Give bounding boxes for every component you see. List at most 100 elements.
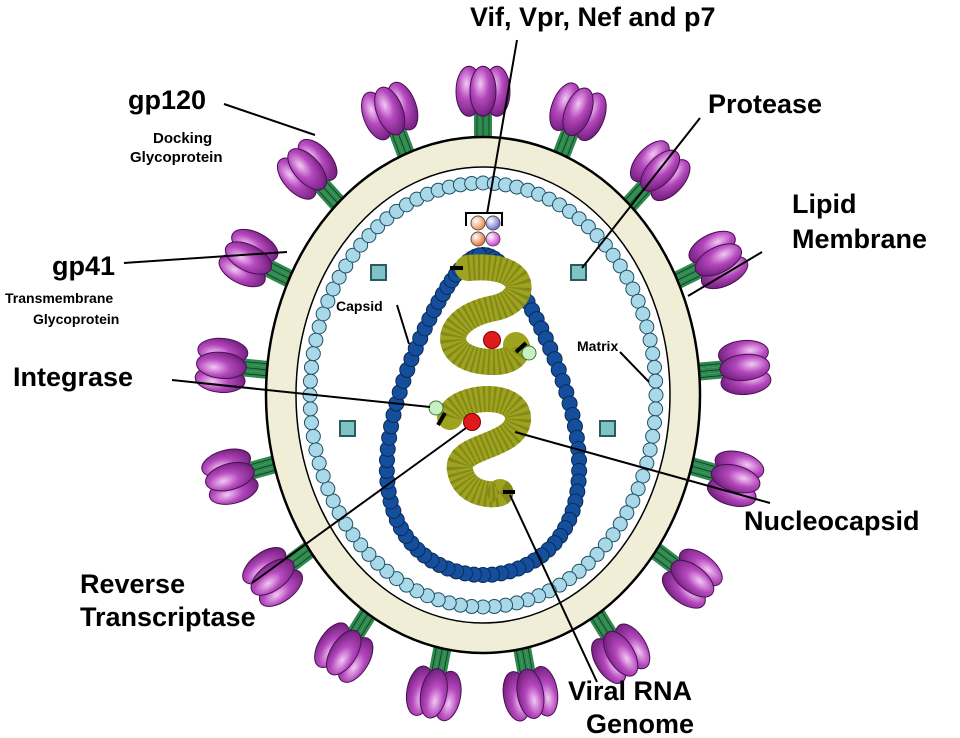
gp120-lobe [374,86,406,136]
matrix-bead [619,269,635,285]
matrix-bead [647,359,663,375]
gp41-leader [123,251,288,264]
nef-protein [470,231,486,247]
gp120-leader [223,103,316,136]
gp120-lobe [516,668,545,719]
label-nucleocapsid: Nucleocapsid [744,506,920,536]
gp120-lobe [650,159,691,202]
label-rna-1: Viral RNA [568,676,692,706]
matrix-leader [619,351,650,383]
label-rna-2: Genome [586,709,694,738]
matrix-bead [605,247,621,263]
label-integrase: Integrase [13,362,133,392]
label-gp120-sub1: Docking [153,130,212,147]
vpr-protein [485,215,501,231]
envelope-spike [549,82,607,168]
reverse-transcriptase [483,331,501,349]
matrix-bead [305,346,321,362]
envelope-spike [455,65,511,147]
labels: Vif, Vpr, Nef and p7 Protease Lipid Memb… [5,2,927,738]
gp120-lobe [719,353,771,382]
gp120-lobe [710,463,761,494]
gp120-knob [405,665,462,722]
envelope-spike [218,228,303,292]
matrix-bead [303,415,319,431]
matrix-bead [642,442,658,458]
accessory-proteins [465,212,503,247]
gp120-knob [218,228,279,288]
matrix-bead [625,493,641,509]
viral-rna-genome [437,254,532,508]
matrix-bead [645,346,661,362]
gp120-lobe [250,558,295,596]
gp120-knob [717,339,772,396]
matrix-bead [648,401,664,417]
envelope-spikes [194,65,772,722]
label-gp41-sub1: Transmembrane [5,290,113,306]
matrix-bead [305,428,321,444]
matrix-bead [589,228,605,244]
matrix-bead [308,332,324,348]
gp120-knob [361,81,419,141]
label-gp41-sub2: Glycoprotein [33,311,119,327]
envelope-spike [194,337,278,393]
rna-tag [436,411,447,427]
gp120-knob [276,138,338,200]
matrix-bead [315,306,331,322]
gp120-lobe [562,87,594,137]
matrix-bead [308,442,324,458]
rna-leader [509,494,598,683]
gp120-knob [201,448,259,505]
integrase-leader [171,379,431,408]
matrix-bead [619,505,635,521]
matrix-layer [302,175,664,615]
matrix-bead [311,319,327,335]
matrix-bead [338,258,354,274]
nucleocapsid-leader [514,431,771,504]
matrix-bead [345,247,361,263]
matrix-bead [645,428,661,444]
label-lipid-1: Lipid [792,189,856,219]
gp120-lobe [314,622,350,668]
enzymes [428,266,537,494]
matrix-bead [320,481,336,497]
gp120-lobe [469,65,497,117]
matrix-bead [353,537,369,553]
matrix-bead [630,293,646,309]
matrix-bead [311,455,327,471]
envelope-spike [361,81,419,167]
matrix-bead [353,237,369,253]
integrase [428,400,444,416]
gp120-knob [661,548,723,609]
matrix-bead [639,319,655,335]
label-gp120-sub2: Glycoprotein [130,149,223,166]
protease-leader [581,117,701,269]
label-gp120: gp120 [128,85,206,115]
matrix-bead [605,527,621,543]
protease-box [370,264,387,281]
envelope-spike [664,230,749,293]
protease-box [599,420,616,437]
gp120-knob [314,622,374,683]
gp120-knob [455,65,511,117]
label-rt-1: Reverse [80,569,185,599]
matrix-bead [302,401,318,417]
rna-tag [514,341,528,354]
reverse-transcriptase [463,413,481,431]
matrix-bead [647,415,663,431]
lipid-leader [687,251,763,297]
gp120-lobe [419,668,448,719]
matrix-bead [361,546,377,562]
protease-box [570,264,587,281]
p7-protein [485,231,501,247]
matrix-bead [635,306,651,322]
gp120-lobe [694,243,742,277]
gp120-lobe [326,629,362,676]
gp120-lobe [196,351,247,380]
label-lipid-2: Membrane [792,224,927,254]
matrix-bead [325,281,341,297]
matrix-bead [648,373,664,389]
gp120-knob [688,230,749,290]
label-vif: Vif, Vpr, Nef and p7 [470,2,716,32]
